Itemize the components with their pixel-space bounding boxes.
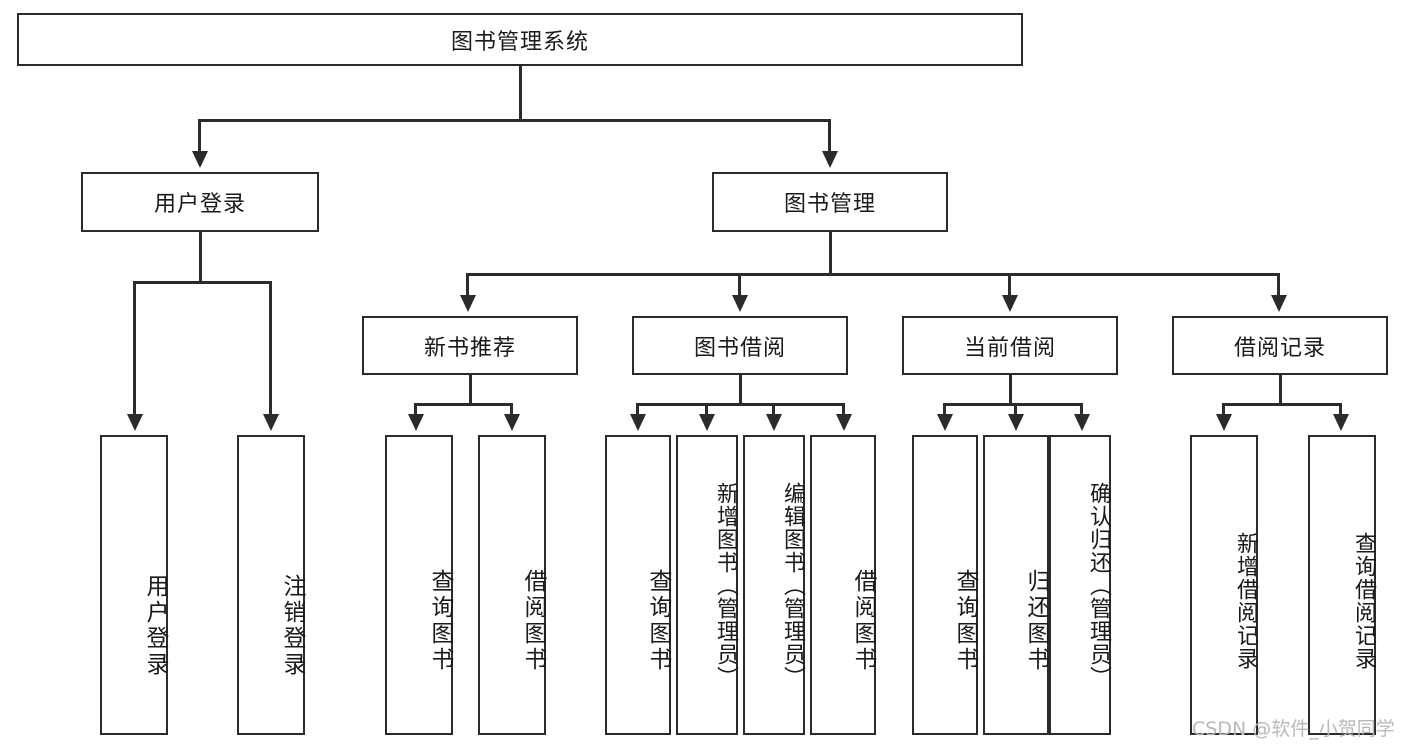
- arrowhead-leaf-query-book-2: [629, 414, 646, 431]
- node-leaf-edit-book[interactable]: 编辑图书（管理员）: [743, 435, 805, 735]
- node-leaf-query-book-borrow[interactable]: 查询图书: [605, 435, 671, 735]
- connector-bm-to-borrow-record: [1277, 273, 1280, 295]
- arrowhead-borrow-record: [1270, 295, 1287, 312]
- node-leaf-borrow-book-recommend[interactable]: 借阅图书: [478, 435, 546, 735]
- connector-user-login-bus: [133, 281, 272, 284]
- node-leaf-user-logout[interactable]: 注销登录: [237, 435, 305, 735]
- connector-book-borrow-stem: [739, 375, 742, 403]
- connector-borrow-record-bus: [1222, 403, 1342, 406]
- arrowhead-leaf-query-book-1: [407, 414, 424, 431]
- arrowhead-leaf-return-book: [1007, 414, 1024, 431]
- node-leaf-add-borrow-record[interactable]: 新增借阅记录: [1190, 435, 1258, 735]
- arrowhead-leaf-user-logout: [262, 414, 279, 431]
- node-label: 确认归还（管理员）: [1086, 481, 1111, 689]
- arrowhead-leaf-query-record: [1332, 414, 1349, 431]
- node-label: 用户登录: [153, 192, 246, 217]
- connector-user-login-to-leaf-2: [269, 281, 272, 414]
- node-leaf-query-book-recommend[interactable]: 查询图书: [385, 435, 453, 735]
- connector-root-to-user-login: [198, 119, 201, 151]
- connector-nb-to-borrow-book: [510, 403, 513, 414]
- node-label: 新书推荐: [423, 335, 516, 361]
- connector-bm-to-current-borrow: [1008, 273, 1011, 295]
- connector-new-book-bus: [414, 403, 513, 406]
- node-label: 注销登录: [279, 574, 305, 678]
- arrowhead-leaf-add-record: [1215, 414, 1232, 431]
- arrowhead-user-login: [191, 151, 208, 168]
- node-label: 查询图书: [952, 569, 978, 673]
- arrowhead-new-book-recommend: [459, 295, 476, 312]
- connector-borrow-record-stem: [1279, 375, 1282, 403]
- node-label: 图书管理: [783, 192, 876, 217]
- connector-bm-to-new-book: [466, 273, 469, 295]
- connector-cb-to-confirm-return: [1080, 403, 1083, 414]
- arrowhead-leaf-add-book: [698, 414, 715, 431]
- node-label: 借阅图书: [850, 569, 876, 673]
- node-label: 新增借阅记录: [1233, 532, 1258, 670]
- node-leaf-add-book[interactable]: 新增图书（管理员）: [676, 435, 738, 735]
- arrowhead-leaf-borrow-book-2: [835, 414, 852, 431]
- connector-cb-to-return-book: [1014, 403, 1017, 414]
- connector-book-management-bus: [466, 273, 1280, 276]
- connector-bm-to-book-borrow: [738, 273, 741, 295]
- node-leaf-query-book-current[interactable]: 查询图书: [912, 435, 978, 735]
- node-label: 归还图书: [1023, 569, 1049, 673]
- connector-root-bus: [198, 119, 831, 122]
- connector-nb-to-query-book: [414, 403, 417, 414]
- node-leaf-return-book[interactable]: 归还图书: [983, 435, 1049, 735]
- arrowhead-leaf-borrow-book-1: [503, 414, 520, 431]
- connector-user-login-to-leaf-1: [133, 281, 136, 414]
- node-label: 查询图书: [645, 569, 671, 673]
- node-root-system[interactable]: 图书管理系统: [17, 13, 1023, 66]
- connector-bb-to-add-book: [705, 403, 708, 414]
- node-label: 新增图书（管理员）: [713, 481, 738, 689]
- connector-br-to-add-record: [1222, 403, 1225, 414]
- connector-bb-to-edit-book: [772, 403, 775, 414]
- node-label: 借阅记录: [1233, 335, 1326, 361]
- node-label: 图书借阅: [693, 335, 786, 361]
- node-leaf-borrow-book[interactable]: 借阅图书: [810, 435, 876, 735]
- connector-book-borrow-bus: [636, 403, 845, 406]
- node-user-login[interactable]: 用户登录: [81, 172, 319, 232]
- node-current-borrow[interactable]: 当前借阅: [902, 316, 1118, 375]
- node-label: 查询图书: [427, 569, 453, 673]
- node-label: 用户登录: [142, 574, 168, 678]
- node-leaf-confirm-return[interactable]: 确认归还（管理员）: [1049, 435, 1111, 735]
- node-label: 图书管理系统: [450, 29, 589, 55]
- connector-bb-to-borrow-book: [842, 403, 845, 414]
- arrowhead-current-borrow: [1001, 295, 1018, 312]
- node-leaf-query-borrow-record[interactable]: 查询借阅记录: [1308, 435, 1376, 735]
- node-label: 查询借阅记录: [1351, 532, 1376, 670]
- connector-bb-to-query-book: [636, 403, 639, 414]
- connector-root-stem: [518, 66, 522, 119]
- node-label: 借阅图书: [520, 569, 546, 673]
- node-leaf-user-login[interactable]: 用户登录: [100, 435, 168, 735]
- node-borrow-record[interactable]: 借阅记录: [1172, 316, 1388, 375]
- csdn-watermark: CSDN @软件_小贺同学: [1192, 718, 1395, 740]
- connector-new-book-stem: [469, 375, 472, 403]
- node-book-borrow[interactable]: 图书借阅: [632, 316, 848, 375]
- arrowhead-leaf-query-book-3: [936, 414, 953, 431]
- connector-book-management-stem: [828, 232, 832, 273]
- arrowhead-book-management: [821, 151, 838, 168]
- node-label: 当前借阅: [963, 335, 1056, 361]
- node-book-management[interactable]: 图书管理: [712, 172, 948, 232]
- arrowhead-book-borrow: [731, 295, 748, 312]
- connector-root-to-book-management: [828, 119, 831, 151]
- connector-cb-to-query-book: [943, 403, 946, 414]
- arrowhead-leaf-user-login: [126, 414, 143, 431]
- node-new-book-recommend[interactable]: 新书推荐: [362, 316, 578, 375]
- connector-current-borrow-stem: [1009, 375, 1012, 403]
- connector-user-login-stem: [198, 232, 202, 281]
- connector-current-borrow-bus: [943, 403, 1083, 406]
- arrowhead-leaf-confirm-return: [1073, 414, 1090, 431]
- node-label: 编辑图书（管理员）: [780, 481, 805, 689]
- arrowhead-leaf-edit-book: [765, 414, 782, 431]
- connector-br-to-query-record: [1339, 403, 1342, 414]
